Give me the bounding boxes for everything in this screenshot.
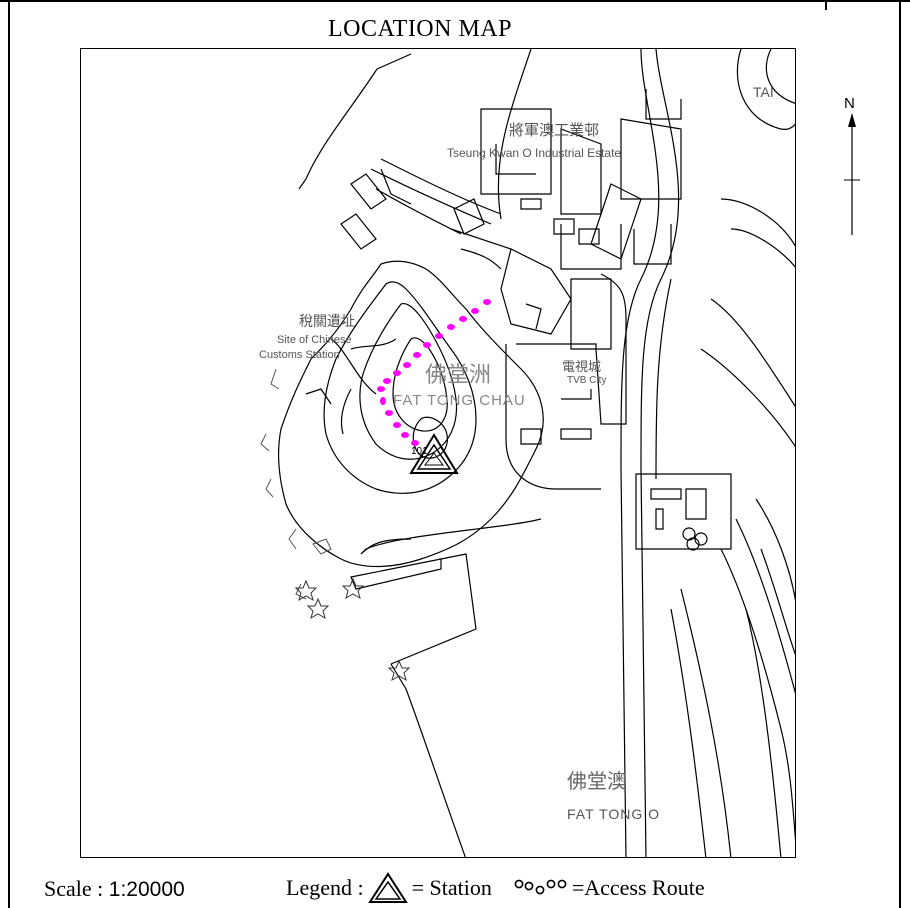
label-industrial-en: Tseung Kwan O Industrial Estate xyxy=(447,146,622,160)
scale-value: 1:20000 xyxy=(108,878,185,901)
legend-label: Legend : xyxy=(286,875,364,900)
frame-tick xyxy=(825,0,827,10)
label-tai: TAI xyxy=(753,84,774,100)
label-customs-cn: 稅關遺址 xyxy=(299,314,355,330)
label-industrial-cn: 將軍澳工業邨 xyxy=(509,121,600,139)
label-bay-cn: 佛堂澳 xyxy=(567,769,627,793)
access-route-legend-text: =Access Route xyxy=(571,875,705,900)
access-route-legend-icon xyxy=(514,879,567,895)
scale: Scale : 1:20000 xyxy=(44,876,185,902)
frame-right-border xyxy=(899,0,901,908)
map-title: LOCATION MAP xyxy=(327,16,512,42)
label-island-en: FAT TONG CHAU xyxy=(393,392,526,409)
legend: Legend : = Station =Access Route xyxy=(286,872,705,904)
label-height: 101 xyxy=(411,446,428,457)
label-bay-en: FAT TONG O xyxy=(567,806,660,822)
map-drawing xyxy=(260,49,795,857)
map-footer: Scale : 1:20000 Legend : = Station =Acce… xyxy=(0,872,910,906)
label-city-en: TVB City xyxy=(567,375,607,386)
label-island-cn: 佛堂洲 xyxy=(425,363,492,388)
north-arrow-icon xyxy=(844,113,860,235)
frame-left-border xyxy=(8,0,10,908)
location-map[interactable]: 將軍澳工業邨 Tseung Kwan O Industrial Estate T… xyxy=(80,48,796,858)
label-customs-en2: Customs Station xyxy=(259,349,340,361)
scale-label: Scale : xyxy=(44,876,104,901)
station-marker xyxy=(409,433,459,474)
north-label: N xyxy=(844,95,855,112)
label-customs-en1: Site of Chinese xyxy=(277,334,352,346)
access-route-dots xyxy=(377,299,491,446)
station-legend-icon xyxy=(367,872,408,903)
label-city-cn: 電視城 xyxy=(562,360,602,375)
frame-top-border xyxy=(0,0,910,2)
station-legend-text: = Station xyxy=(411,875,492,900)
